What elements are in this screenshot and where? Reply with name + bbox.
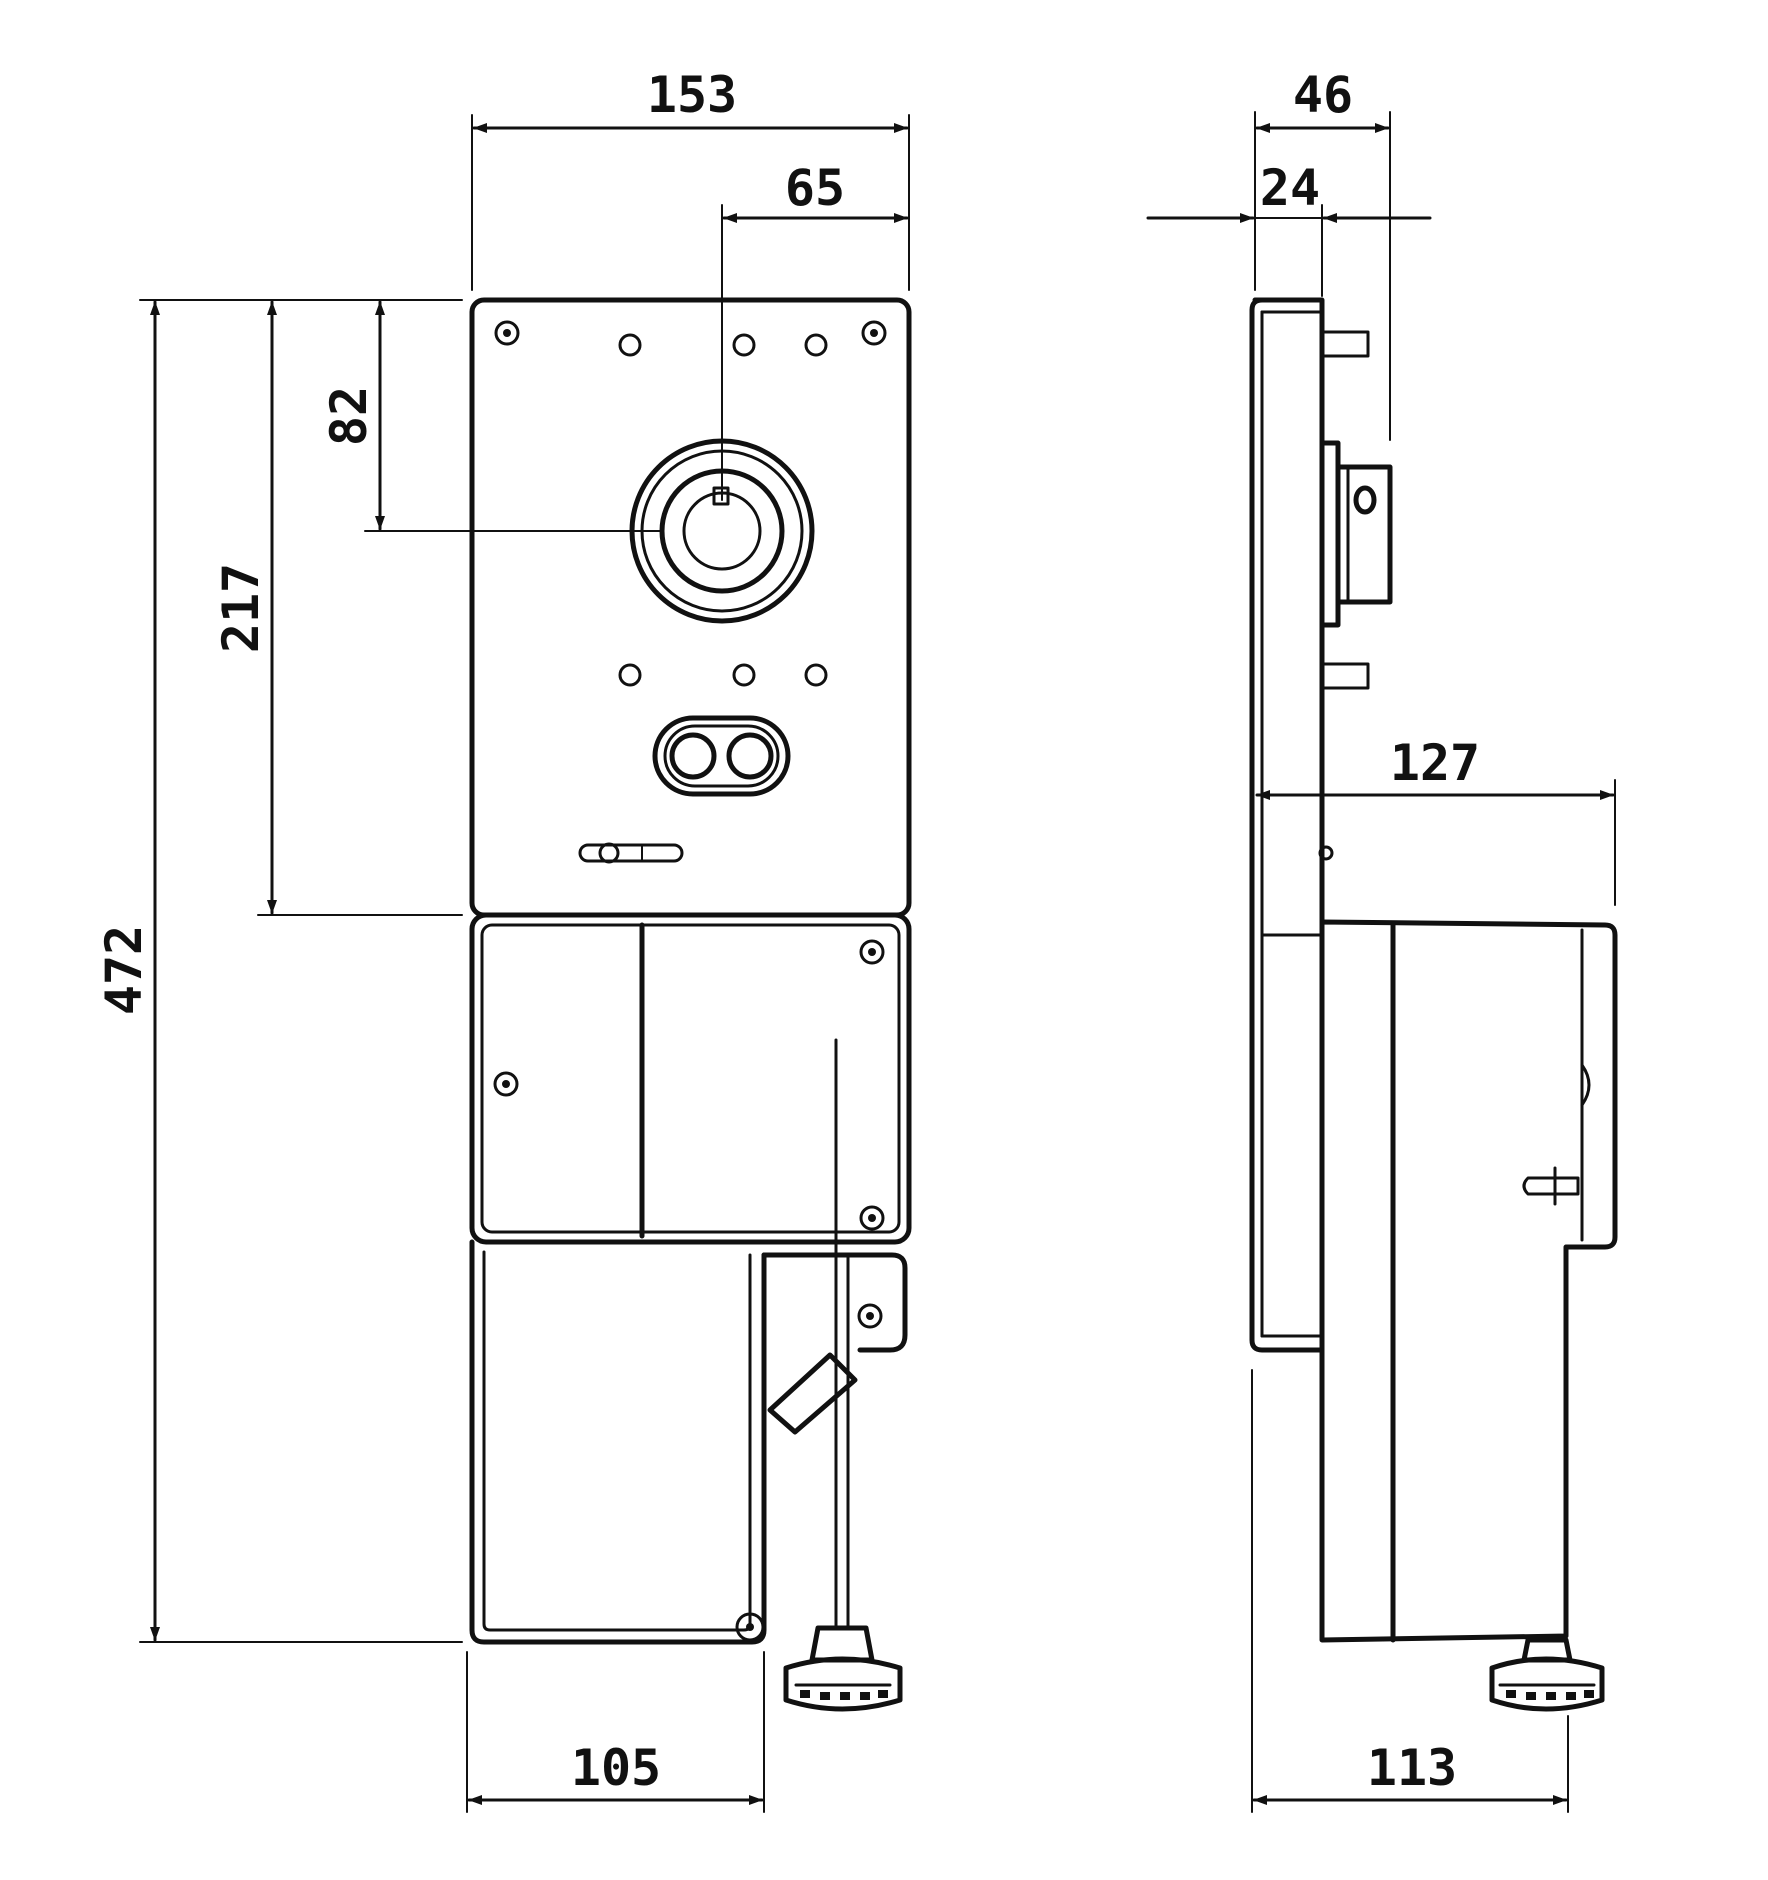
plate-screws (494, 320, 887, 687)
side-bracket (761, 1252, 908, 1353)
handle-knob (783, 1625, 903, 1712)
dim-shaft-offset-top: 82 (320, 386, 378, 446)
dim-plate-height: 217 (212, 563, 270, 653)
side-handle-knob (1489, 1637, 1605, 1712)
upper-cover (469, 912, 912, 1245)
dim-housing-depth: 127 (1390, 734, 1480, 792)
dim-depth-total: 46 (1293, 66, 1353, 124)
side-mounting-plate (1249, 297, 1325, 1353)
side-shaft-coupling (1319, 440, 1393, 628)
dim-depth-inner: 24 (1260, 159, 1320, 217)
front-view: 153 65 82 217 472 105 (95, 66, 912, 1813)
dim-overall-height: 472 (95, 925, 153, 1015)
oval-opening (652, 715, 791, 797)
dim-overall-width: 153 (647, 66, 737, 124)
dim-shaft-offset-right: 65 (785, 159, 845, 217)
side-housing (1319, 919, 1618, 1643)
lower-housing (469, 1239, 767, 1645)
dim-base-depth: 113 (1367, 1739, 1457, 1797)
manual-lever (767, 1352, 858, 1435)
position-indicator (578, 842, 684, 864)
front-mounting-plate (469, 297, 912, 918)
dim-bottom-width: 105 (571, 1739, 661, 1797)
side-view: 46 24 127 113 (1146, 66, 1618, 1813)
cover-screws (493, 939, 885, 1231)
